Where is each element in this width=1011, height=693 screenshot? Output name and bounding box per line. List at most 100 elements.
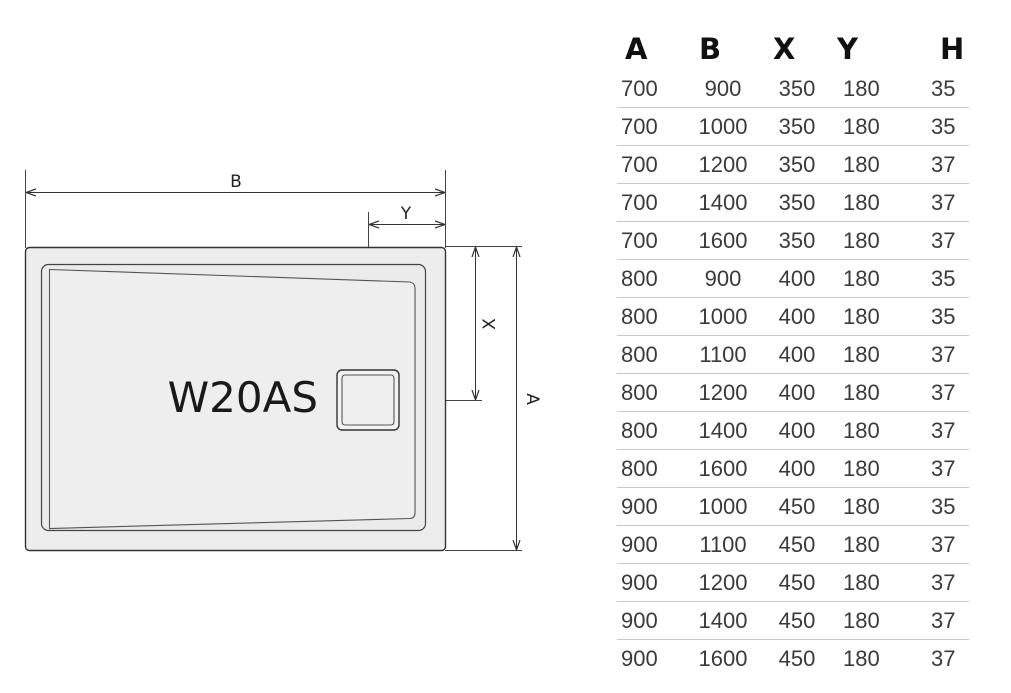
- cell-b: 1100: [685, 525, 761, 564]
- cell-b: 900: [685, 259, 761, 298]
- table-row: 700 1200 350 180 37: [617, 145, 969, 184]
- cell-x: 400: [761, 411, 833, 450]
- cell-y: 180: [843, 645, 880, 671]
- cell-b: 1200: [685, 563, 761, 602]
- drain-inner: [341, 374, 395, 426]
- cell-y: 180: [833, 601, 931, 640]
- cell-y: 180: [833, 70, 931, 108]
- cell-y: 180: [833, 259, 931, 298]
- x-dimension-label: X: [480, 318, 500, 330]
- cell-x: 400: [761, 373, 833, 412]
- cell-h: 37: [931, 645, 956, 671]
- cell-h: 37: [931, 525, 969, 564]
- cell-y: 180: [833, 183, 931, 222]
- cell-b: 1600: [685, 449, 761, 488]
- cell-y: 180: [833, 525, 931, 564]
- cell-x: 400: [761, 259, 833, 298]
- cell-x: 350: [761, 221, 833, 260]
- table-row: 700 1600 350 180 37: [617, 221, 969, 260]
- cell-x: 450: [761, 525, 833, 564]
- cell-b: 1400: [685, 601, 761, 640]
- table-row: 800 1200 400 180 37: [617, 373, 969, 412]
- cell-x: 350: [761, 107, 833, 146]
- cell-y: 180: [833, 145, 931, 184]
- header-h: H: [940, 32, 965, 66]
- table-row: 900 1200 450 180 37: [617, 563, 969, 602]
- cell-a: 800: [617, 373, 685, 412]
- cell-a: 800: [617, 335, 685, 374]
- header-b: B: [699, 32, 722, 66]
- cell-b: 1400: [685, 183, 761, 222]
- table-row: 900 1400 450 180 37: [617, 601, 969, 640]
- cell-h: 37: [931, 449, 969, 488]
- cell-a: 900: [621, 645, 658, 671]
- table-header-row: A B X Y H: [617, 28, 969, 70]
- cell-a: 900: [617, 487, 685, 526]
- cell-x: 350: [761, 183, 833, 222]
- cell-b: 1000: [685, 107, 761, 146]
- table-row: 800 900 400 180 35: [617, 259, 969, 298]
- header-a: A: [625, 32, 648, 66]
- cell-a: 700: [617, 145, 685, 184]
- cell-b: 1000: [685, 487, 761, 526]
- cell-y: 180: [833, 373, 931, 412]
- cell-a: 700: [617, 70, 685, 108]
- table-row: 800 1400 400 180 37: [617, 411, 969, 450]
- cell-x: 450: [761, 487, 833, 526]
- cell-b: 1600: [698, 645, 748, 671]
- cell-b: 1400: [685, 411, 761, 450]
- cell-x: 350: [761, 70, 833, 108]
- cell-a: 900: [617, 601, 685, 640]
- cell-y: 180: [833, 449, 931, 488]
- cell-h: 37: [931, 335, 969, 374]
- cell-x: 350: [761, 145, 833, 184]
- header-y: Y: [837, 32, 858, 66]
- cell-b: 1000: [685, 297, 761, 336]
- cell-h: 37: [931, 221, 969, 260]
- cell-h: 37: [931, 563, 969, 602]
- cell-a: 700: [617, 183, 685, 222]
- shower-tray-drawing: B Y X A W20AS: [24, 170, 542, 552]
- model-name: W20AS: [168, 373, 318, 422]
- header-x: X: [773, 32, 796, 66]
- cell-y: 180: [833, 221, 931, 260]
- table-row: 900 1000 450 180 35: [617, 487, 969, 526]
- cell-x: 450: [778, 645, 816, 671]
- cell-h: 35: [931, 107, 969, 146]
- table-row: 800 1100 400 180 37: [617, 335, 969, 374]
- cell-x: 400: [761, 335, 833, 374]
- cell-h: 37: [931, 145, 969, 184]
- table-row: 900 1600 450 180 37: [617, 640, 969, 678]
- cell-x: 450: [761, 563, 833, 602]
- a-dimension-label: A: [522, 393, 542, 405]
- cell-b: 1600: [685, 221, 761, 260]
- cell-a: 800: [617, 449, 685, 488]
- cell-h: 37: [931, 601, 969, 640]
- cell-x: 400: [761, 297, 833, 336]
- table-row: 700 1000 350 180 35: [617, 107, 969, 146]
- y-dimension-label: Y: [400, 204, 412, 224]
- cell-a: 800: [617, 259, 685, 298]
- cell-b: 1200: [685, 373, 761, 412]
- cell-b: 1200: [685, 145, 761, 184]
- tray-slope-surface: [48, 268, 416, 530]
- cell-y: 180: [833, 107, 931, 146]
- cell-h: 35: [931, 487, 969, 526]
- cell-h: 35: [931, 70, 969, 108]
- table-row: 800 1600 400 180 37: [617, 449, 969, 488]
- cell-a: 700: [617, 221, 685, 260]
- b-dimension-label: B: [230, 172, 242, 192]
- table-row: 900 1100 450 180 37: [617, 525, 969, 564]
- cell-b: 900: [685, 70, 761, 108]
- cell-y: 180: [833, 487, 931, 526]
- cell-h: 37: [931, 373, 969, 412]
- cell-x: 400: [761, 449, 833, 488]
- cell-y: 180: [833, 411, 931, 450]
- cell-a: 700: [617, 107, 685, 146]
- cell-a: 800: [617, 411, 685, 450]
- cell-b: 1100: [685, 335, 761, 374]
- dimensions-table: A B X Y H 700 900 350 180 35 700 1000 35…: [617, 28, 969, 677]
- cell-a: 800: [617, 297, 685, 336]
- cell-y: 180: [833, 297, 931, 336]
- table-row: 700 1400 350 180 37: [617, 183, 969, 222]
